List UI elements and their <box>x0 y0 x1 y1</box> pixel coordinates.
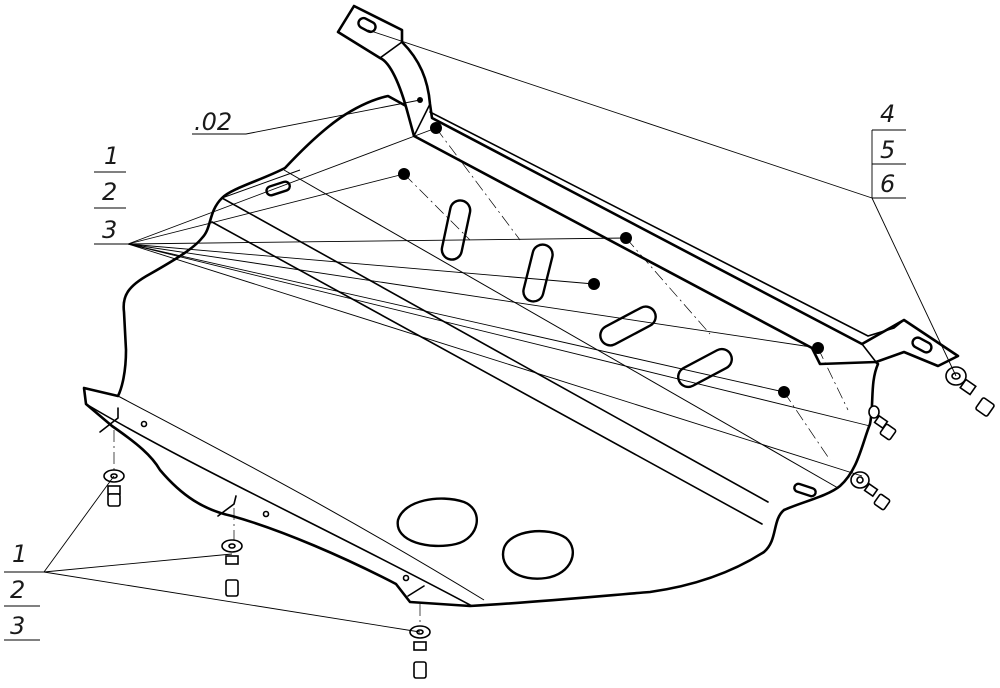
leader-ll-a <box>43 475 115 573</box>
callout-ul-2: 2 <box>102 178 117 206</box>
leader-ul-e <box>127 243 819 349</box>
washer-hole <box>856 476 864 484</box>
access-hole-2 <box>501 530 575 580</box>
slot-small-2 <box>793 482 817 498</box>
callout-r-4: 4 <box>880 100 895 128</box>
callout-ul-1: 1 <box>104 142 119 170</box>
spring-washer <box>413 641 427 651</box>
hardware-front-2 <box>221 539 243 597</box>
bolt <box>413 661 427 679</box>
bend-line-3 <box>283 169 839 489</box>
cross-member-edge-1 <box>379 41 403 59</box>
flange-notch-1 <box>99 407 119 433</box>
leader-lines <box>4 29 957 633</box>
flange-hole-2 <box>262 510 270 518</box>
callout-ll: 1 2 3 <box>4 540 40 641</box>
callout-ll-1: 1 <box>12 540 27 568</box>
nut-1 <box>430 122 442 134</box>
callout-ll-3: 3 <box>10 612 25 640</box>
callout-r-6: 6 <box>880 170 895 198</box>
plate-slots <box>265 180 817 498</box>
spring-washer <box>107 485 121 495</box>
front-flange-bend-2 <box>117 395 485 601</box>
bend-line-4 <box>221 169 301 199</box>
flange-notch-2 <box>217 495 237 517</box>
spring-washer <box>959 378 977 396</box>
cross-member-edge-4 <box>861 343 877 363</box>
bolt <box>107 493 121 507</box>
flange-notch-3 <box>407 585 425 597</box>
leader-ul-a <box>127 127 437 245</box>
bolt <box>975 397 995 417</box>
bolt <box>873 493 891 511</box>
leader-ll-b <box>43 553 233 573</box>
slot-4 <box>677 347 733 389</box>
spring-washer <box>225 555 239 565</box>
bracket-slot-1 <box>357 16 377 34</box>
axis-1 <box>435 127 521 241</box>
spring-washer <box>863 482 879 498</box>
slot-2 <box>522 243 554 303</box>
leader-ul-f <box>127 243 785 393</box>
cross-member-edge-3 <box>429 111 905 337</box>
callout-ll-2: 2 <box>10 576 25 604</box>
axis-5 <box>783 391 831 461</box>
leader-ll-c <box>43 571 421 633</box>
access-hole-1 <box>396 497 478 548</box>
callout-ul: 1 2 3 <box>94 142 126 244</box>
bend-line-2 <box>211 221 763 525</box>
part-label: .02 <box>194 108 232 136</box>
front-flange-bend <box>85 403 473 607</box>
cross-member <box>336 4 960 368</box>
axis-4 <box>403 173 471 241</box>
hardware-rear-3 <box>850 471 891 511</box>
leader-ul-h <box>127 243 863 477</box>
slot-1 <box>440 199 472 261</box>
flange-hole-1 <box>140 420 148 428</box>
bracket-slot-2 <box>911 336 933 354</box>
leader-ul-g <box>127 243 871 427</box>
leader-ul-d <box>127 243 595 285</box>
axis-3 <box>817 347 849 411</box>
hardware-rear-1 <box>945 366 995 417</box>
bolt <box>225 579 239 597</box>
callout-r-5: 5 <box>880 136 895 164</box>
bend-line-1 <box>221 197 769 503</box>
cross-member-edge-2 <box>413 103 431 137</box>
hardware-front-3 <box>409 625 431 679</box>
callout-ul-3: 3 <box>102 216 117 244</box>
washer-hole <box>228 543 236 549</box>
hardware-rear-2 <box>868 405 897 441</box>
leader-r-b <box>871 197 957 377</box>
leader-part <box>192 99 421 135</box>
leader-r-a <box>367 29 873 199</box>
leader-ul-b <box>127 173 405 245</box>
slot-3 <box>599 305 657 347</box>
callout-r: 4 5 6 <box>871 100 906 198</box>
leader-ul-c <box>127 237 627 245</box>
washer <box>868 405 880 419</box>
hardware-front-1 <box>103 469 125 507</box>
flange-hole-3 <box>402 574 410 582</box>
bolt <box>879 423 897 441</box>
